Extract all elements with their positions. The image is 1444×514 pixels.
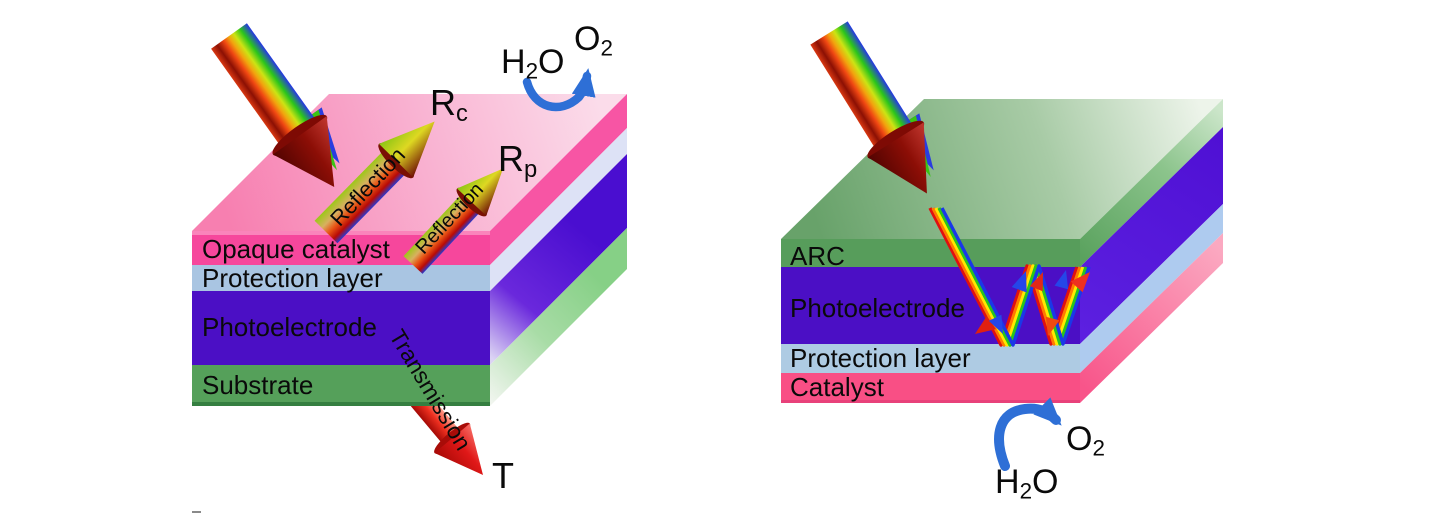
label-t-transmitted: T [492, 455, 514, 496]
right-protection-side-face [1080, 204, 1223, 373]
incident-right-shaft [810, 21, 915, 152]
bounce-arrowhead-blue-3 [1054, 270, 1069, 290]
bounce-arrowhead-red-4 [1070, 272, 1090, 293]
left-protection-front-face [192, 265, 490, 291]
right-catalyst-side-face [1080, 233, 1223, 403]
reflection-arrow-1-shaft [314, 149, 408, 244]
incident-left-shaft [211, 23, 318, 149]
left-protection-side-face [490, 128, 627, 291]
bounce-arrowhead-red-2 [1029, 272, 1043, 292]
bounce-arrowhead-red-1 [975, 315, 996, 334]
label-h2o-right: H2O [995, 464, 1059, 510]
bounce-arrowhead-blue-1 [988, 314, 1003, 334]
reflection-arrow-1-head [378, 121, 435, 178]
reflection-arrow-2-shaft [403, 193, 482, 274]
bounce-arrowhead-red-3 [1045, 316, 1060, 336]
trapped-light-beam [928, 207, 1091, 347]
label-substrate: Substrate [202, 370, 314, 400]
trapped-light-arrowheads [975, 270, 1090, 336]
left-substrate-side-face [490, 228, 627, 406]
label-photoelectrode-right: Photoelectrode [790, 293, 965, 323]
h2o-right-h: H [995, 463, 1020, 501]
h2o-left-sub: 2 [525, 58, 539, 84]
rp-base: R [498, 138, 524, 179]
label-protection-layer-left: Protection layer [202, 263, 383, 293]
label-arc: ARC [790, 241, 845, 271]
left-photoelectrode-side-face [490, 154, 627, 365]
right-protection-front-face [781, 344, 1080, 373]
left-substrate-bottom-edge [192, 402, 490, 406]
bounce-arrowhead-blue-2 [1011, 271, 1027, 293]
h2o-right-sub: 2 [1019, 478, 1033, 504]
left-substrate-front-face [192, 365, 490, 406]
incident-light-arrow-right [810, 21, 934, 194]
incident-light-arrow-left [211, 23, 340, 187]
right-photoelectrode-side-face [1080, 127, 1223, 344]
water-cycle-arrow-right [994, 397, 1062, 471]
incident-left-cone [272, 116, 335, 187]
o2-right-base: O [1066, 420, 1093, 458]
label-o2-left: O2 [574, 21, 613, 67]
o2-left-base: O [574, 20, 601, 58]
reflection-arrow-2-head [457, 168, 504, 216]
reflection-arrow-catalyst [314, 121, 435, 244]
rp-sub: p [524, 155, 538, 183]
transmission-arrow-head [434, 423, 483, 475]
label-o2-right: O2 [1066, 421, 1105, 467]
left-photoelectrode-front-face [192, 291, 490, 365]
label-h2o-left: H2O [501, 44, 565, 90]
right-catalyst-front-face [781, 373, 1080, 403]
right-catalyst-bottom-edge [781, 400, 1080, 403]
right-arc-front-face [781, 239, 1080, 267]
o2-left-sub: 2 [600, 35, 613, 61]
reflection-arrow-protection [403, 168, 504, 274]
label-rp: Rp [498, 141, 537, 188]
left-catalyst-side-face [490, 94, 627, 265]
water-cycle-arrow-left [522, 68, 596, 112]
o2-right-sub: 2 [1092, 435, 1105, 461]
stray-mark [192, 511, 201, 513]
h2o-left-h: H [501, 43, 526, 81]
label-rc: Rc [430, 85, 468, 132]
rc-base: R [430, 82, 456, 123]
label-catalyst: Catalyst [790, 372, 884, 402]
label-protection-layer-right: Protection layer [790, 343, 971, 373]
h2o-left-o: O [538, 43, 565, 81]
h2o-right-o: O [1032, 463, 1059, 501]
rc-sub: c [456, 99, 468, 127]
label-photoelectrode-left: Photoelectrode [202, 312, 377, 342]
label-opaque-catalyst: Opaque catalyst [202, 234, 390, 264]
incident-right-cone [867, 122, 927, 194]
right-arc-side-face [1080, 99, 1223, 267]
